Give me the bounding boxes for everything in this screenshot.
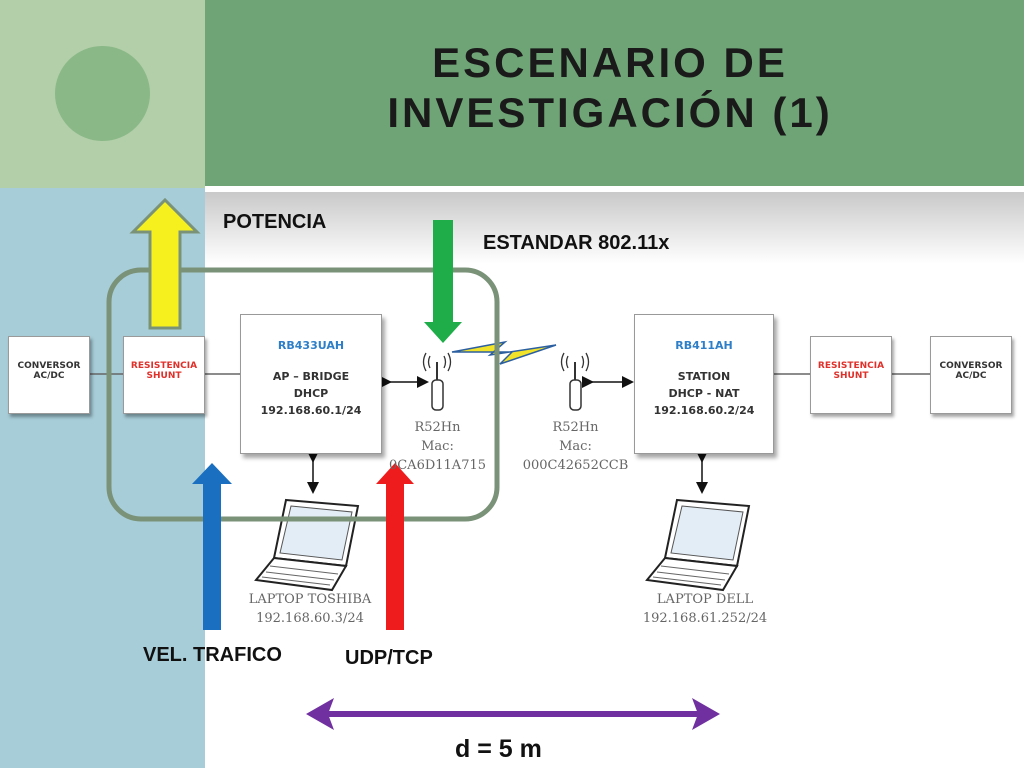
antenna-right-mac-label: Mac: <box>559 439 592 454</box>
antenna-left-mac: 0CA6D11A715 <box>388 458 487 473</box>
conversor-right-line1: CONVERSOR <box>939 361 1003 371</box>
shunt-right-line2: SHUNT <box>833 371 869 381</box>
diagram-top-gradient <box>205 192 1024 264</box>
router-left-name: RB433UAH <box>277 339 345 352</box>
antenna-left-mac-label: Mac: <box>421 439 454 454</box>
title-line-2: INVESTIGACIÓN (1) <box>387 89 833 136</box>
ap-highlight-frame <box>106 267 500 522</box>
antenna-left-model: R52Hn <box>414 420 461 435</box>
conversor-right-box: CONVERSOR AC/DC <box>930 336 1012 414</box>
conversor-right-line2: AC/DC <box>955 371 987 381</box>
conversor-left-box: CONVERSOR AC/DC <box>8 336 90 414</box>
laptop-right-name: LAPTOP DELL <box>656 592 754 607</box>
conversor-left-line2: AC/DC <box>33 371 65 381</box>
router-left-role: AP – BRIDGE <box>272 370 350 383</box>
router-rb433uah: RB433UAH AP – BRIDGE DHCP 192.168.60.1/2… <box>240 314 382 454</box>
antenna-left-label: R52Hn Mac: 0CA6D11A715 <box>380 418 495 475</box>
udp-tcp-arrow <box>376 463 414 630</box>
distance-arrow <box>306 698 720 730</box>
distance-label: d = 5 m <box>455 735 542 763</box>
router-right-role: STATION <box>677 370 731 383</box>
udp-tcp-label: UDP/TCP <box>345 647 433 669</box>
router-right-ip: 192.168.60.2/24 <box>653 404 755 417</box>
shunt-right-line1: RESISTENCIA <box>817 361 885 371</box>
antenna-right-icon <box>560 352 590 411</box>
router-rb411ah: RB411AH STATION DHCP - NAT 192.168.60.2/… <box>634 314 774 454</box>
potencia-label: POTENCIA <box>223 211 327 233</box>
laptop-left-ip: 192.168.60.3/24 <box>256 611 364 626</box>
antenna-right-mac: 000C42652CCB <box>522 458 629 473</box>
potencia-arrow <box>129 197 201 330</box>
shunt-left-line2: SHUNT <box>146 371 182 381</box>
antenna-left-icon <box>422 352 452 411</box>
laptop-dell-icon <box>645 498 751 592</box>
vel-trafico-label: VEL. TRAFICO <box>143 644 282 666</box>
antenna-right-label: R52Hn Mac: 000C42652CCB <box>518 418 633 475</box>
title-separator <box>205 186 1024 192</box>
router-left-ip: 192.168.60.1/24 <box>260 404 362 417</box>
shunt-left-line1: RESISTENCIA <box>130 361 198 371</box>
router-right-service: DHCP - NAT <box>668 387 740 400</box>
estandar-arrow <box>424 220 462 343</box>
shunt-left-box: RESISTENCIA SHUNT <box>123 336 205 414</box>
title-band <box>205 0 1024 188</box>
slide-title: ESCENARIO DE INVESTIGACIÓN (1) <box>305 38 915 138</box>
router-right-name: RB411AH <box>675 339 733 352</box>
vel-trafico-arrow <box>192 463 232 630</box>
antenna-right-model: R52Hn <box>552 420 599 435</box>
laptop-right-label: LAPTOP DELL 192.168.61.252/24 <box>620 590 790 628</box>
laptop-left-name: LAPTOP TOSHIBA <box>248 592 372 607</box>
conversor-left-line1: CONVERSOR <box>17 361 81 371</box>
laptop-left-label: LAPTOP TOSHIBA 192.168.60.3/24 <box>230 590 390 628</box>
router-left-service: DHCP <box>293 387 329 400</box>
wireless-link-icon <box>451 340 557 365</box>
estandar-label: ESTANDAR 802.11x <box>483 232 670 254</box>
shunt-right-box: RESISTENCIA SHUNT <box>810 336 892 414</box>
decorative-circle <box>55 46 150 141</box>
title-line-1: ESCENARIO DE <box>432 39 788 86</box>
laptop-right-ip: 192.168.61.252/24 <box>642 611 768 626</box>
laptop-toshiba-icon <box>254 498 360 592</box>
